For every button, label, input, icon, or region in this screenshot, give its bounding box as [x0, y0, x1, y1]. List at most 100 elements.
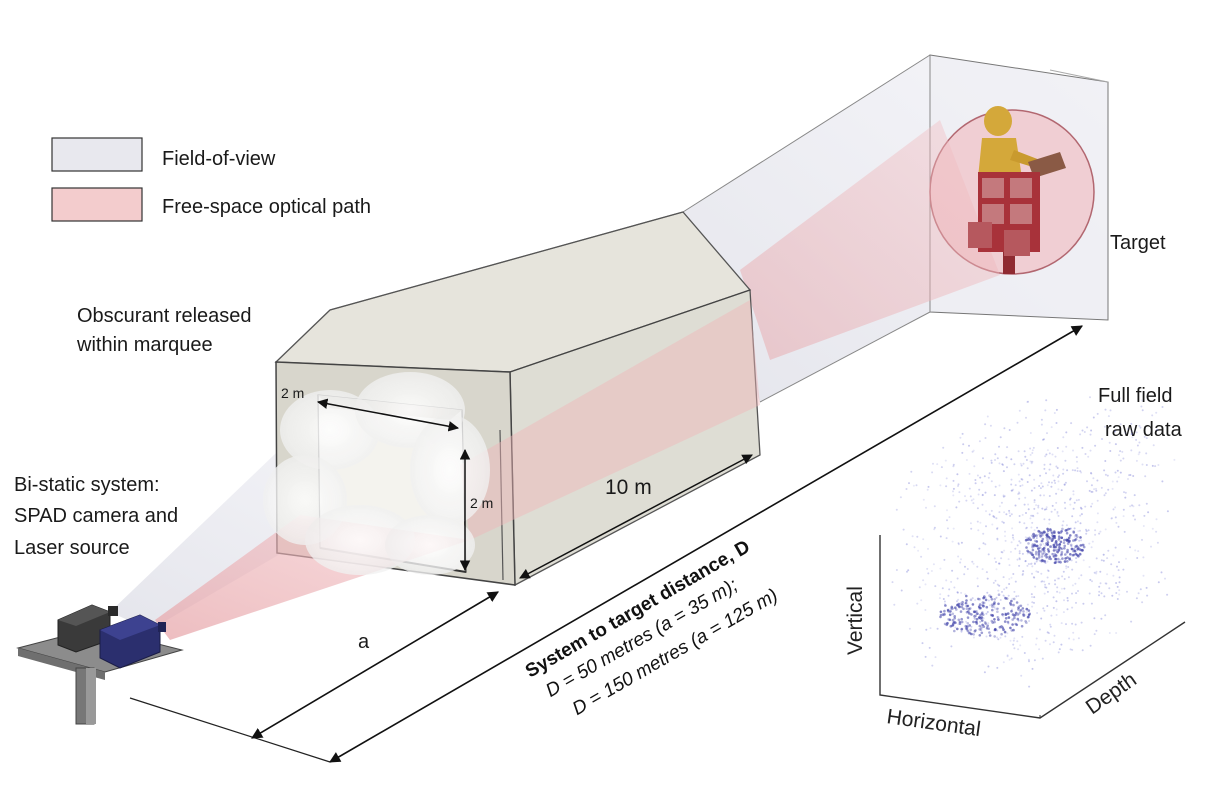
point-cloud-dot	[1035, 570, 1038, 573]
point-cloud-dot	[1084, 453, 1087, 455]
point-cloud-dot	[952, 479, 955, 482]
point-cloud-dot	[984, 543, 987, 546]
point-cloud-dot	[1009, 550, 1012, 553]
point-cloud-dot	[1079, 470, 1082, 473]
point-cloud-dense-dot	[1072, 539, 1075, 542]
point-cloud-dot	[1056, 467, 1059, 469]
point-cloud-dot	[1041, 485, 1044, 488]
point-cloud-dot	[983, 475, 986, 478]
point-cloud-dot	[1018, 557, 1021, 560]
point-cloud-dot	[1131, 504, 1133, 507]
point-cloud-dot	[1021, 484, 1024, 487]
point-cloud-dense-dot	[1075, 544, 1079, 548]
point-cloud-dense-dot	[939, 615, 942, 619]
point-cloud-dot	[1141, 601, 1144, 604]
point-cloud-dot	[1065, 524, 1068, 527]
point-cloud-dot	[1063, 578, 1066, 580]
point-cloud-dense-dot	[1061, 527, 1064, 531]
point-cloud-dot	[1173, 458, 1176, 461]
point-cloud-dot	[1010, 483, 1013, 486]
point-cloud-dot	[938, 597, 941, 600]
point-cloud-dot	[1003, 588, 1006, 591]
point-cloud-dot	[1062, 520, 1065, 523]
point-cloud-dot	[1060, 643, 1063, 646]
point-cloud-dot	[1010, 489, 1013, 492]
point-cloud-dot	[1110, 517, 1113, 520]
point-cloud-dot	[1057, 476, 1060, 478]
point-cloud-dot	[1044, 586, 1046, 589]
vertical-axis-label: Vertical	[844, 586, 867, 655]
point-cloud-dot	[1080, 574, 1083, 577]
point-cloud-dot	[1115, 632, 1118, 634]
point-cloud-dense-dot	[997, 618, 1000, 621]
point-cloud-dot	[1003, 495, 1006, 498]
point-cloud-dense-dot	[974, 629, 977, 632]
point-cloud-dot	[942, 598, 945, 600]
point-cloud-dot	[1065, 567, 1068, 570]
point-cloud-dense-dot	[1050, 531, 1054, 535]
point-cloud-dot	[1008, 658, 1011, 661]
point-cloud-dot	[952, 465, 955, 468]
point-cloud-dense-dot	[981, 601, 985, 604]
point-cloud-dot	[1022, 572, 1024, 575]
point-cloud-dense-dot	[960, 620, 964, 624]
point-cloud-dense-dot	[1060, 552, 1063, 556]
point-cloud-dot	[1096, 412, 1099, 415]
point-cloud-dot	[1002, 661, 1005, 664]
point-cloud-dot	[1050, 426, 1053, 429]
point-cloud-dot	[1002, 470, 1005, 473]
point-cloud-dot	[1010, 513, 1013, 516]
point-cloud-dot	[932, 462, 934, 465]
point-cloud-dot	[1095, 557, 1098, 560]
point-cloud-dot	[1104, 492, 1107, 495]
point-cloud-dense-dot	[1002, 606, 1006, 610]
point-cloud-dot	[957, 483, 960, 486]
point-cloud-dot	[1044, 455, 1047, 458]
point-cloud-dense-dot	[1016, 613, 1020, 616]
point-cloud-dot	[902, 528, 905, 531]
point-cloud-dot	[1024, 560, 1027, 562]
point-cloud-dot	[1069, 498, 1071, 501]
point-cloud-dot	[1018, 550, 1021, 553]
point-cloud-dot	[1010, 657, 1013, 660]
point-cloud-dot	[941, 587, 944, 590]
point-cloud-dot	[976, 577, 979, 580]
point-cloud-dot	[1128, 474, 1130, 477]
point-cloud-dot	[1077, 530, 1080, 533]
point-cloud-dense-dot	[1046, 548, 1050, 551]
point-cloud-dot	[1151, 527, 1154, 530]
point-cloud-dot	[1008, 578, 1011, 580]
point-cloud-dot	[1065, 431, 1068, 434]
point-cloud-dot	[1074, 469, 1077, 472]
target-tray	[1028, 152, 1066, 178]
point-cloud-dot	[1093, 488, 1096, 491]
point-cloud-dot	[918, 586, 921, 589]
point-cloud-dense-dot	[1006, 612, 1010, 615]
point-cloud-dot	[939, 593, 942, 596]
point-cloud-dense-dot	[948, 613, 952, 617]
point-cloud-dot	[1141, 538, 1143, 541]
point-cloud-dot	[1031, 605, 1034, 608]
point-cloud-dot	[1075, 456, 1078, 459]
point-cloud-dot	[1049, 625, 1052, 628]
point-cloud-dense-dot	[1053, 530, 1056, 533]
point-cloud-dot	[1003, 427, 1006, 430]
point-cloud-dot	[1123, 491, 1125, 494]
point-cloud-dot	[1031, 514, 1034, 517]
point-cloud-dot	[1109, 409, 1112, 412]
point-cloud-dot	[1076, 470, 1079, 472]
point-cloud-dot	[979, 521, 982, 524]
point-cloud-dense-dot	[1052, 535, 1055, 538]
point-cloud-dot	[931, 471, 934, 474]
point-cloud-dot	[893, 603, 896, 606]
point-cloud-dot	[952, 463, 955, 466]
point-cloud-dense-dot	[1046, 527, 1049, 531]
point-cloud-dot	[1151, 464, 1154, 467]
point-cloud-dense-dot	[973, 630, 977, 633]
point-cloud-dot	[988, 513, 991, 516]
point-cloud-dot	[1053, 552, 1056, 555]
point-cloud-dot	[1011, 489, 1014, 492]
point-cloud-dense-dot	[1000, 625, 1003, 628]
point-cloud-dot	[1043, 438, 1045, 441]
point-cloud-dense-dot	[1049, 528, 1052, 531]
